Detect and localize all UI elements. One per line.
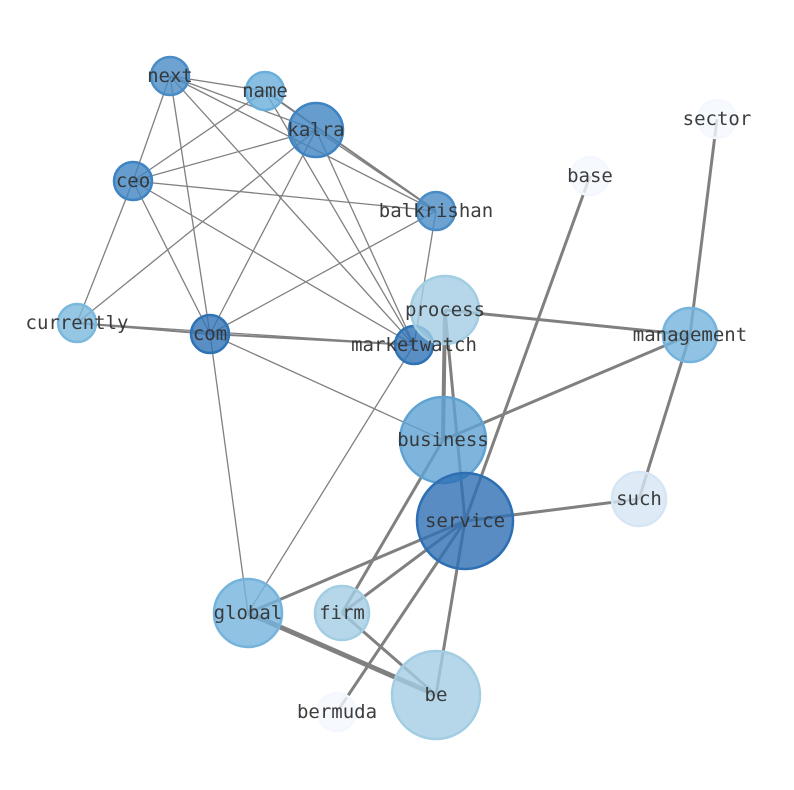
edge-com-marketwatch: [209, 333, 415, 346]
edge-com-global: [209, 333, 249, 614]
node-balkrishan[interactable]: [415, 190, 457, 232]
edge-kalra-currently: [76, 129, 317, 324]
node-label-be: be: [425, 684, 448, 706]
node-currently[interactable]: [56, 302, 98, 344]
edge-balkrishan-com: [209, 210, 437, 335]
edges-layer: [76, 75, 719, 713]
node-sector[interactable]: [696, 98, 738, 140]
edge-kalra-com: [209, 129, 317, 335]
node-label-next: next: [147, 65, 193, 87]
node-management[interactable]: [661, 306, 719, 364]
node-be[interactable]: [390, 649, 482, 741]
node-label-balkrishan: balkrishan: [379, 200, 493, 222]
node-ceo[interactable]: [112, 160, 154, 202]
node-bermuda[interactable]: [316, 691, 358, 733]
edge-base-service: [463, 175, 592, 522]
edge-ceo-currently: [76, 180, 134, 324]
node-label-such: such: [616, 488, 662, 510]
node-label-sector: sector: [683, 108, 752, 130]
node-firm[interactable]: [313, 584, 371, 642]
node-label-currently: currently: [26, 312, 129, 334]
node-label-firm: firm: [319, 602, 365, 624]
edge-name-ceo: [132, 90, 266, 182]
node-base[interactable]: [569, 155, 611, 197]
node-global[interactable]: [212, 577, 284, 649]
edge-ceo-com: [132, 180, 211, 335]
node-label-kalra: kalra: [287, 119, 344, 141]
node-label-ceo: ceo: [116, 170, 150, 192]
node-label-bermuda: bermuda: [297, 701, 377, 723]
edge-process-management: [444, 308, 691, 337]
edge-management-sector: [688, 118, 719, 336]
edge-ceo-marketwatch: [132, 180, 415, 346]
edge-kalra-ceo: [132, 129, 317, 182]
nodes-layer: [56, 55, 738, 741]
labels-layer: next name kalra ceo balkrishan currently com ma…: [26, 65, 752, 723]
edge-management-business: [442, 333, 691, 442]
node-kalra[interactable]: [287, 101, 345, 159]
node-next[interactable]: [149, 55, 191, 97]
node-label-process: process: [405, 299, 485, 321]
node-process[interactable]: [409, 274, 481, 346]
node-name[interactable]: [244, 70, 286, 112]
node-label-business: business: [397, 429, 489, 451]
edge-kalra-marketwatch: [315, 129, 415, 346]
node-label-management: management: [633, 324, 747, 346]
node-label-marketwatch: marketwatch: [351, 334, 477, 356]
node-label-name: name: [242, 80, 288, 102]
node-label-com: com: [193, 323, 227, 345]
edge-next-com: [169, 75, 211, 335]
edge-next-marketwatch: [169, 75, 415, 346]
node-label-base: base: [567, 165, 613, 187]
edge-marketwatch-global: [247, 344, 415, 614]
node-com[interactable]: [189, 313, 231, 355]
node-label-service: service: [425, 510, 505, 532]
edge-ceo-balkrishan: [132, 180, 437, 212]
edge-management-such: [637, 334, 692, 500]
node-such[interactable]: [610, 470, 668, 528]
node-service[interactable]: [415, 471, 515, 571]
node-label-global: global: [214, 602, 283, 624]
